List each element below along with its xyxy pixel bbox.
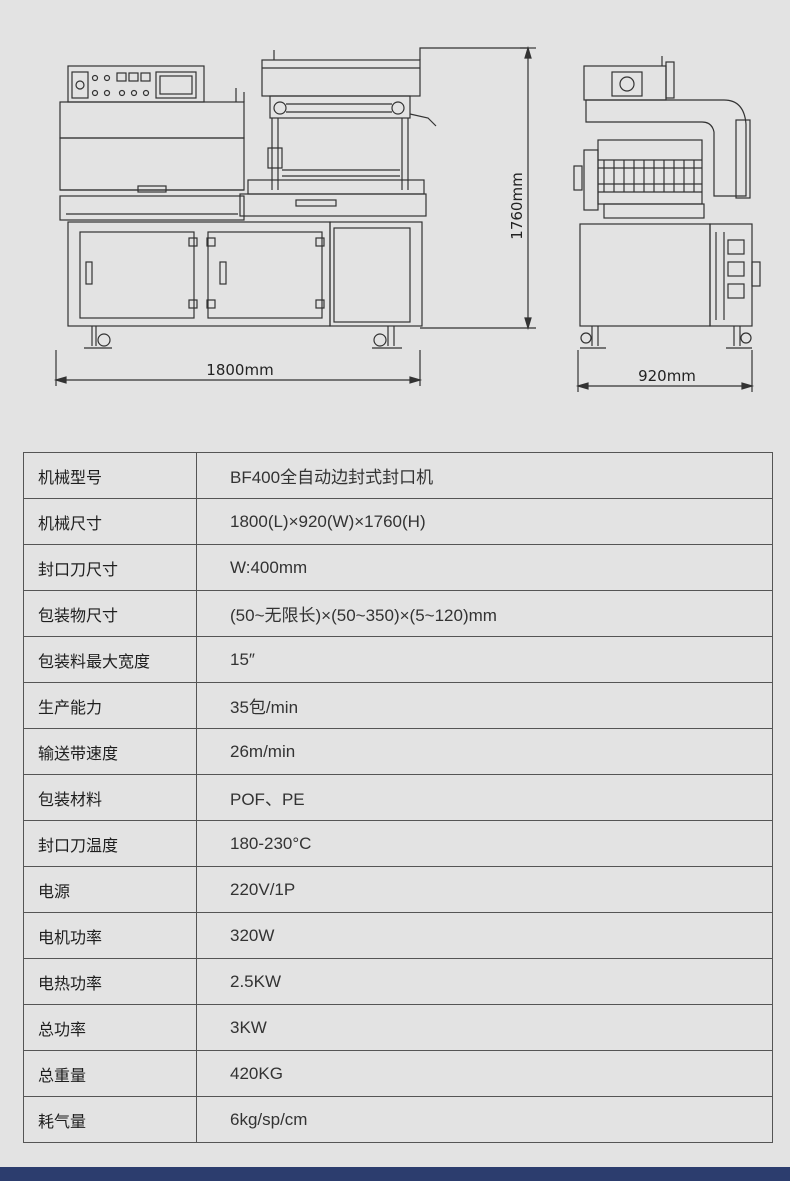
spec-label: 耗气量	[23, 1096, 197, 1143]
spec-label: 输送带速度	[23, 728, 197, 775]
spec-value: 6kg/sp/cm	[196, 1096, 773, 1143]
spec-value: 2.5KW	[196, 958, 773, 1005]
spec-value: POF、PE	[196, 774, 773, 821]
spec-label: 包装物尺寸	[23, 590, 197, 637]
spec-value: 3KW	[196, 1004, 773, 1051]
spec-value: 15″	[196, 636, 773, 683]
dim-length-label: 1800mm	[206, 361, 273, 379]
spec-label: 总功率	[23, 1004, 197, 1051]
spec-value: 220V/1P	[196, 866, 773, 913]
spec-label: 封口刀温度	[23, 820, 197, 867]
spec-value: 1800(L)×920(W)×1760(H)	[196, 498, 773, 545]
spec-label: 总重量	[23, 1050, 197, 1097]
dimension-length	[53, 350, 423, 386]
spec-label: 机械型号	[23, 452, 197, 499]
spec-label: 生产能力	[23, 682, 197, 729]
side-view	[573, 56, 761, 349]
spec-value: (50~无限长)×(50~350)×(5~120)mm	[196, 590, 773, 637]
dim-height-label: 1760mm	[508, 172, 526, 239]
dimension-width	[575, 350, 755, 392]
spec-value: 35包/min	[196, 682, 773, 729]
spec-label: 机械尺寸	[23, 498, 197, 545]
dimension-height	[420, 45, 536, 331]
spec-value: 180-230°C	[196, 820, 773, 867]
table-row: 包装物尺寸(50~无限长)×(50~350)×(5~120)mm	[23, 590, 773, 637]
spec-label: 电机功率	[23, 912, 197, 959]
spec-label: 电源	[23, 866, 197, 913]
spec-value: 420KG	[196, 1050, 773, 1097]
machine-drawing: 1800mm 1760mm	[0, 0, 790, 420]
spec-label: 电热功率	[23, 958, 197, 1005]
spec-label: 包装材料	[23, 774, 197, 821]
footer-bar	[0, 1167, 790, 1181]
spec-value: W:400mm	[196, 544, 773, 591]
front-view	[59, 47, 528, 349]
spec-label: 包装料最大宽度	[23, 636, 197, 683]
spec-value: BF400全自动边封式封口机	[196, 452, 773, 499]
dim-width-label: 920mm	[638, 367, 696, 385]
spec-value: 320W	[196, 912, 773, 959]
spec-label: 封口刀尺寸	[23, 544, 197, 591]
spec-value: 26m/min	[196, 728, 773, 775]
